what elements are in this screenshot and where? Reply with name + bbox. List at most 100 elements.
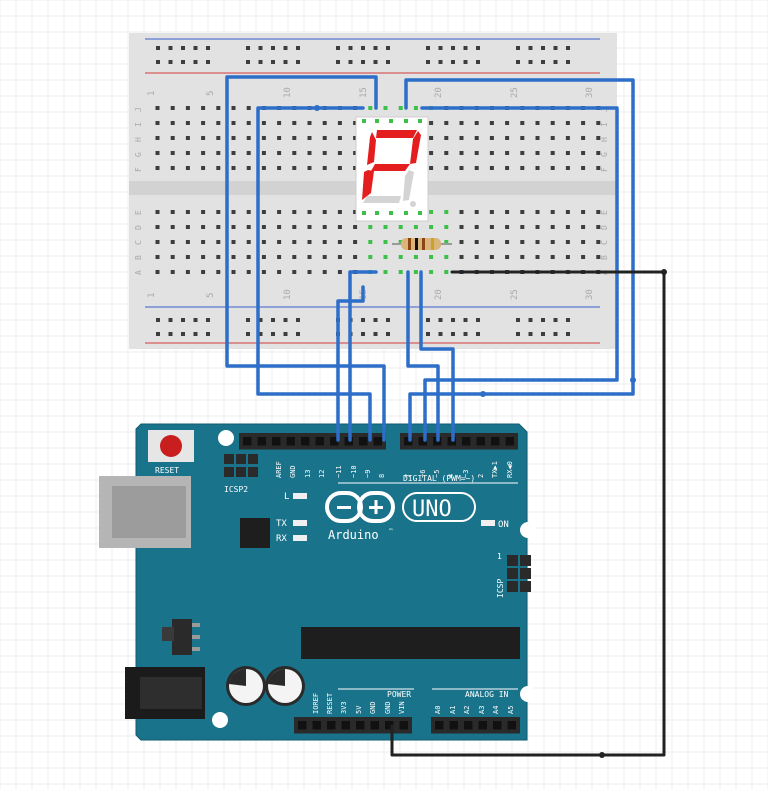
icsp2-pin[interactable] (236, 454, 246, 464)
rail-hole (193, 332, 198, 336)
breadboard-hole (322, 136, 327, 140)
wire-signal[interactable] (348, 270, 378, 442)
breadboard-hole (337, 270, 342, 274)
breadboard-hole (292, 136, 297, 140)
breadboard-hole (292, 210, 297, 214)
wire-signal[interactable] (336, 285, 365, 442)
header-pin[interactable] (330, 437, 339, 446)
header-pin[interactable] (507, 721, 517, 730)
header-pin[interactable] (301, 437, 310, 446)
header-pin[interactable] (404, 437, 413, 446)
breadboard-hole (231, 225, 236, 229)
header-pin[interactable] (315, 437, 325, 446)
breadboard-hole (307, 225, 312, 229)
header-pin[interactable] (344, 437, 354, 446)
header-pin[interactable] (476, 437, 486, 446)
breadboard-hole (444, 136, 449, 140)
header-pin[interactable] (385, 721, 394, 730)
dc-jack-inner (140, 677, 202, 709)
breadboard-hole (429, 136, 434, 140)
header-pin[interactable] (462, 437, 471, 446)
header-pin[interactable] (286, 437, 296, 446)
header-pin[interactable] (491, 437, 500, 446)
header-pin[interactable] (312, 721, 322, 730)
header-pin[interactable] (298, 721, 307, 730)
breadboard-hole (185, 210, 190, 214)
breadboard-hole (383, 106, 388, 110)
icsp2-pin[interactable] (224, 467, 234, 477)
rail-hole (361, 60, 365, 64)
breadboard-hole (444, 121, 449, 125)
icsp-pin[interactable] (520, 555, 531, 566)
wire-signal[interactable] (420, 106, 619, 442)
icsp2-pin[interactable] (224, 454, 234, 464)
row-letter-b-left: B (134, 255, 143, 260)
header-pin[interactable] (257, 437, 267, 446)
rail-hole (258, 46, 263, 50)
header-pin[interactable] (399, 721, 409, 730)
icsp-pin[interactable] (520, 581, 531, 592)
icsp2-pin[interactable] (236, 467, 246, 477)
pin-label: ~3 (462, 470, 470, 478)
wire-signal[interactable] (256, 106, 372, 442)
row-letter-d-right: D (600, 225, 609, 230)
breadboard-hole (246, 240, 251, 244)
header-pin[interactable] (359, 437, 368, 446)
reset-button-cap[interactable] (160, 435, 182, 457)
breadboard-hole (185, 121, 190, 125)
pin-label: ~5 (433, 470, 441, 478)
breadboard-hole (231, 240, 236, 244)
icsp-pin[interactable] (520, 568, 531, 579)
header-pin[interactable] (478, 721, 488, 730)
segment-c (403, 170, 414, 201)
header-pin[interactable] (341, 721, 351, 730)
breadboard-hole (459, 255, 464, 259)
header-pin[interactable] (356, 721, 365, 730)
breadboard-hole (368, 255, 373, 259)
wire-signal[interactable] (419, 270, 455, 442)
wire-ground[interactable] (390, 270, 666, 757)
wire-signal[interactable] (404, 78, 635, 442)
icsp2-pin[interactable] (248, 454, 258, 464)
header-pin[interactable] (370, 721, 380, 730)
rail-hole (438, 60, 443, 64)
rail-hole (296, 318, 300, 322)
icsp-pin[interactable] (507, 581, 518, 592)
digital-header-label: DIGITAL (PWM=~) (403, 474, 475, 483)
header-pin[interactable] (493, 721, 502, 730)
wire-signal[interactable] (406, 270, 440, 442)
breadboard-hole (155, 121, 160, 125)
pin-label: 7 (404, 474, 412, 478)
breadboard-hole (292, 151, 297, 155)
breadboard-hole (170, 106, 175, 110)
header-pin[interactable] (272, 437, 281, 446)
header-pin[interactable] (464, 721, 473, 730)
icsp-pin[interactable] (507, 568, 518, 579)
led-l (293, 493, 307, 499)
breadboard-hole (581, 166, 586, 170)
breadboard-hole (489, 255, 494, 259)
display-pin (362, 211, 366, 215)
icsp2-pin[interactable] (248, 467, 258, 477)
wire-signal[interactable] (225, 75, 386, 442)
header-pin[interactable] (449, 721, 459, 730)
pin-label: A3 (478, 706, 486, 714)
breadboard-hole (216, 255, 221, 259)
header-pin[interactable] (243, 437, 252, 446)
rail-hole (336, 60, 340, 64)
header-pin[interactable] (447, 437, 457, 446)
header-pin[interactable] (418, 437, 428, 446)
header-pin[interactable] (435, 721, 444, 730)
breadboard-hole (246, 166, 251, 170)
icsp-pin[interactable] (507, 555, 518, 566)
header-pin[interactable] (505, 437, 515, 446)
header-pin[interactable] (327, 721, 336, 730)
rail-hole (156, 318, 160, 322)
breadboard-hole (383, 240, 388, 244)
breadboard-hole (535, 240, 540, 244)
rail-hole (181, 46, 185, 50)
rail-hole (566, 46, 570, 50)
header-pin[interactable] (373, 437, 383, 446)
display-pin (404, 119, 408, 123)
power-header (294, 717, 412, 734)
